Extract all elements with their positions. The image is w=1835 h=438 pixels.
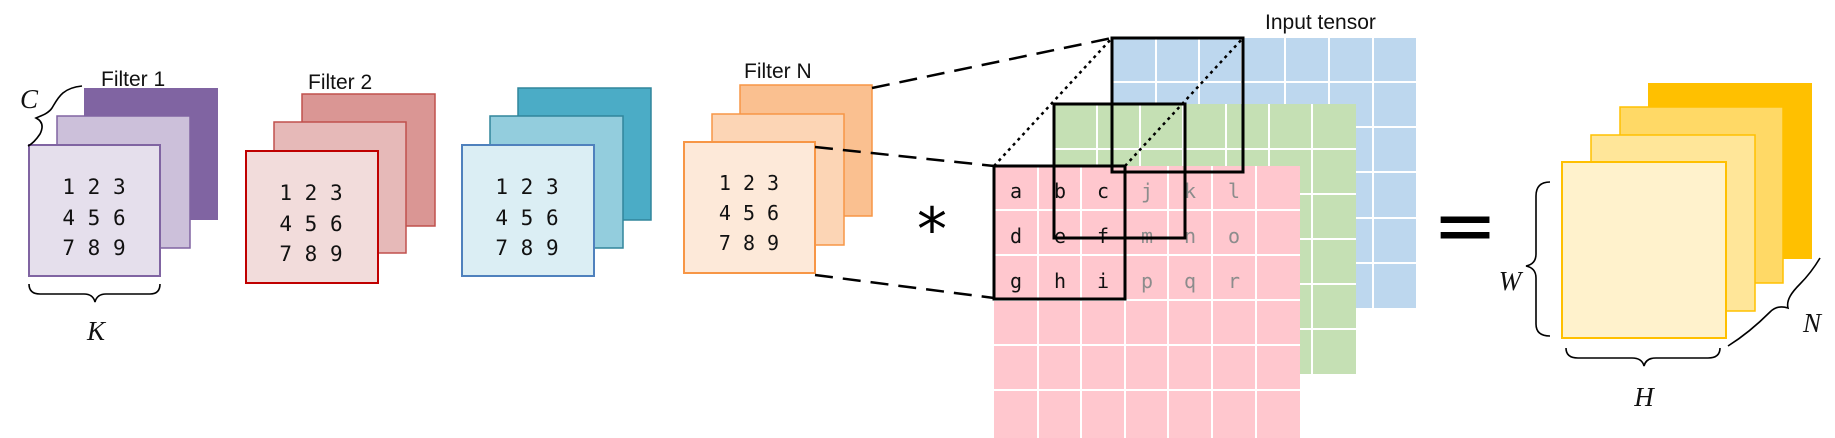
input-cell-m: m	[1141, 224, 1153, 248]
filter-3-row-1: 1 2 3	[495, 175, 558, 199]
filter-1-row-1: 1 2 3	[62, 175, 125, 199]
input-cell-a: a	[1010, 179, 1022, 203]
filter-n-front	[683, 141, 816, 274]
c-brace	[27, 85, 83, 147]
input-cell-l: l	[1228, 179, 1240, 203]
depth-line-right	[1124, 37, 1244, 167]
filter-1-row-3: 7 8 9	[62, 236, 125, 260]
filter-1-label: Filter 1	[101, 68, 165, 91]
w-brace	[1525, 181, 1551, 337]
input-cell-r: r	[1228, 269, 1240, 293]
input-layer-red	[994, 166, 1300, 438]
filter-1-stack: 1 2 3 4 5 6 7 8 9	[28, 88, 218, 277]
filter-3-row-2: 4 5 6	[495, 206, 558, 230]
input-cell-b: b	[1054, 179, 1066, 203]
connector-middle	[814, 145, 995, 168]
dim-n-label: N	[1802, 308, 1823, 338]
filter-n-row-2: 4 5 6	[719, 201, 779, 225]
filter-2-row-1: 1 2 3	[279, 181, 342, 205]
n-brace	[1727, 257, 1821, 347]
dim-h-label: H	[1633, 382, 1655, 412]
input-cell-h: h	[1054, 269, 1066, 293]
input-cell-d: d	[1010, 224, 1022, 248]
filter-n-row-1: 1 2 3	[719, 171, 779, 195]
filter-3-row-3: 7 8 9	[495, 236, 558, 260]
filter-2-row-3: 7 8 9	[279, 242, 342, 266]
input-cell-q: q	[1184, 269, 1196, 293]
input-tensor-label: Input tensor	[1265, 11, 1376, 34]
output-stack	[1561, 83, 1812, 339]
input-cell-n: n	[1184, 224, 1196, 248]
filter-2-front	[245, 150, 379, 284]
input-cell-p: p	[1141, 269, 1153, 293]
filter-2-label: Filter 2	[308, 71, 372, 94]
filter-1-front	[28, 144, 161, 277]
input-cell-j: j	[1141, 179, 1153, 203]
receptive-field-green	[1052, 102, 1187, 240]
filter-3-stack: 1 2 3 4 5 6 7 8 9	[461, 87, 652, 277]
dim-k-label: K	[86, 316, 107, 346]
dim-w-label: W	[1499, 266, 1524, 296]
filter-3-front	[461, 144, 595, 277]
input-cell-i: i	[1097, 269, 1109, 293]
output-layer-4	[1561, 161, 1727, 339]
filter-n-row-3: 7 8 9	[719, 231, 779, 255]
filter-1-row-2: 4 5 6	[62, 206, 125, 230]
input-layer-red-grid	[994, 166, 1300, 438]
input-cell-c: c	[1097, 179, 1109, 203]
input-tensor: a b c j k l d e f m n o g h i p q r	[992, 36, 1416, 438]
receptive-field-red	[992, 164, 1127, 301]
h-brace	[1565, 347, 1721, 367]
filter-n-label: Filter N	[744, 60, 812, 83]
input-cell-e: e	[1054, 224, 1066, 248]
equals-operator: =	[1432, 181, 1497, 271]
connector-bottom	[814, 273, 995, 300]
connector-top	[871, 36, 1113, 90]
input-cell-g: g	[1010, 269, 1022, 293]
input-cell-k: k	[1184, 179, 1196, 203]
k-brace	[28, 283, 161, 303]
filter-n-stack: 1 2 3 4 5 6 7 8 9	[683, 84, 873, 274]
convolve-operator: *	[917, 195, 947, 265]
depth-line-left	[993, 37, 1113, 167]
filter-2-stack: 1 2 3 4 5 6 7 8 9	[245, 93, 436, 284]
filter-2-row-2: 4 5 6	[279, 212, 342, 236]
input-cell-f: f	[1097, 224, 1109, 248]
input-cell-o: o	[1228, 224, 1240, 248]
dim-c-label: C	[20, 84, 39, 114]
